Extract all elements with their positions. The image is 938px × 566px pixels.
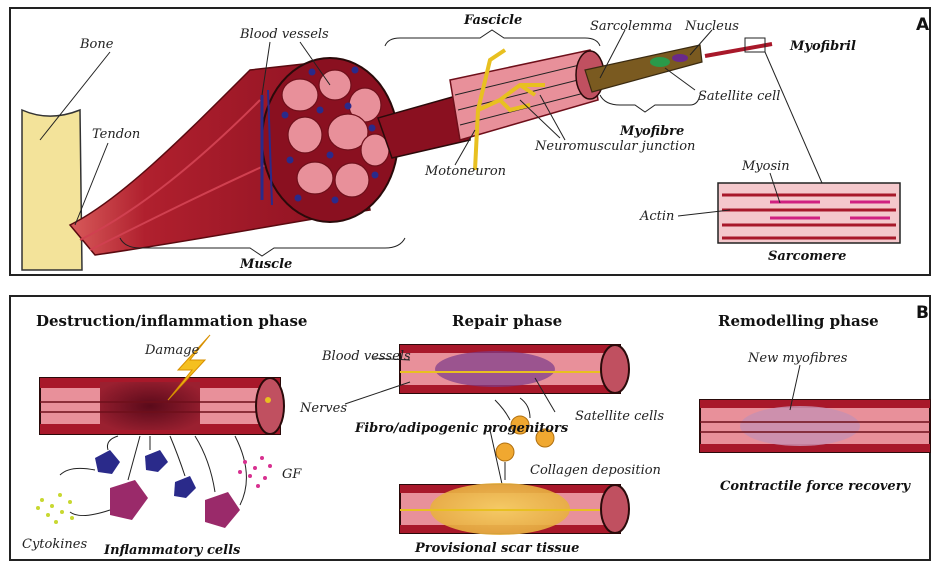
phase-repair-title: Repair phase bbox=[452, 312, 562, 330]
myofibre-body bbox=[585, 45, 702, 92]
phase-destruction-title: Destruction/inflammation phase bbox=[36, 312, 307, 330]
label-myofibre: Myofibre bbox=[619, 124, 684, 139]
label-fap: Fibro/adipogenic progenitors bbox=[354, 421, 569, 436]
label-blood-vessels: Blood vessels bbox=[239, 27, 329, 42]
label-blood-vessels-b: Blood vessels bbox=[321, 349, 411, 364]
repair-fibre-top bbox=[400, 345, 629, 393]
label-provisional-scar: Provisional scar tissue bbox=[414, 541, 579, 556]
label-gf: GF bbox=[282, 467, 302, 482]
gf-dots bbox=[238, 456, 272, 488]
label-satellite-cell: Satellite cell bbox=[698, 89, 780, 104]
cytokine-dots bbox=[36, 493, 74, 524]
label-sarcomere: Sarcomere bbox=[768, 249, 846, 264]
label-new-myofibres: New myofibres bbox=[747, 351, 848, 366]
label-fascicle: Fascicle bbox=[463, 13, 522, 28]
label-nerves: Nerves bbox=[299, 401, 347, 416]
label-satellite-cells: Satellite cells bbox=[575, 409, 664, 424]
label-inflammatory-cells: Inflammatory cells bbox=[103, 543, 241, 558]
label-contractile-force: Contractile force recovery bbox=[720, 479, 912, 494]
label-sarcolemma: Sarcolemma bbox=[590, 19, 672, 34]
label-nucleus: Nucleus bbox=[684, 19, 739, 34]
label-damage: Damage bbox=[144, 343, 200, 358]
label-muscle: Muscle bbox=[239, 257, 292, 272]
label-motoneuron: Motoneuron bbox=[424, 164, 506, 179]
label-neuromuscular-junction: Neuromuscular junction bbox=[534, 139, 695, 154]
inflammatory-cells bbox=[95, 450, 240, 528]
remodelling-fibre bbox=[700, 400, 930, 452]
sarcomere-box bbox=[718, 183, 900, 243]
label-actin: Actin bbox=[639, 209, 674, 224]
phase-remodelling-title: Remodelling phase bbox=[718, 312, 879, 330]
label-myosin: Myosin bbox=[741, 159, 790, 174]
label-myofibril: Myofibril bbox=[789, 39, 856, 54]
repair-fibre-scar bbox=[400, 483, 629, 535]
label-cytokines: Cytokines bbox=[22, 537, 87, 552]
label-tendon: Tendon bbox=[92, 127, 140, 142]
myofibril-rod bbox=[705, 44, 772, 56]
panel-a-letter: A bbox=[916, 15, 930, 35]
panel-b-letter: B bbox=[916, 303, 929, 323]
bone-shape bbox=[22, 110, 82, 270]
label-collagen-deposition: Collagen deposition bbox=[530, 463, 661, 478]
damaged-fibre bbox=[40, 378, 284, 434]
label-bone: Bone bbox=[79, 37, 114, 52]
